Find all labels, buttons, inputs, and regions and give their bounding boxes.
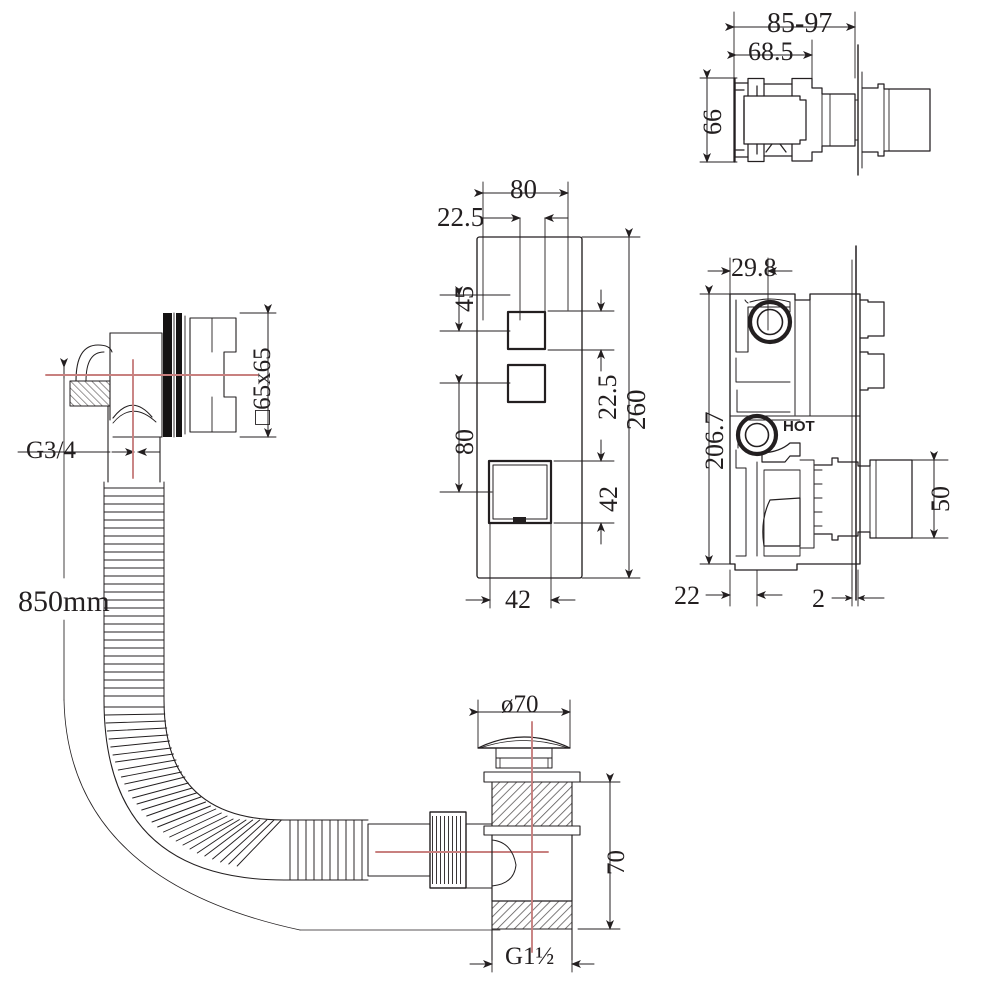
dim-valve-plate-thickness: 2 bbox=[812, 584, 825, 613]
dim-valve-body-length: 206.7 bbox=[700, 411, 729, 471]
dim-waste-body-height: 70 bbox=[603, 850, 630, 875]
hose-corrugations-vertical bbox=[103, 487, 165, 697]
dim-panel-outlet-square: 42 bbox=[594, 486, 623, 512]
dim-inlet-thread: G3/4 bbox=[26, 437, 76, 464]
dim-panel-lower-button-offset: 80 bbox=[450, 429, 479, 455]
valve-top-view-geometry bbox=[699, 11, 931, 176]
dim-valve-inlet-offset: 29.8 bbox=[731, 253, 777, 282]
dim-panel-plate-width: 80 bbox=[510, 174, 537, 204]
dim-valve-body-height: 66 bbox=[698, 109, 727, 135]
valve-side-section-geometry bbox=[699, 245, 949, 607]
dim-panel-bottom-width: 42 bbox=[505, 585, 531, 614]
dim-valve-body-depth: 68.5 bbox=[748, 37, 794, 66]
dim-panel-plate-height: 260 bbox=[621, 389, 651, 431]
control-panel-front-geometry bbox=[439, 181, 641, 609]
dim-waste-cap-diameter: ø70 bbox=[501, 691, 539, 718]
hose-corrugations-horizontal bbox=[289, 819, 363, 881]
dim-waste-outlet-thread: G1½ bbox=[505, 943, 555, 970]
overflow-waste-geometry bbox=[17, 304, 549, 931]
hot-marker-label: HOT bbox=[783, 418, 815, 435]
hose-corrugations-bend bbox=[103, 706, 282, 867]
dim-face-plate-size: □65x65 bbox=[249, 347, 276, 425]
dim-valve-back-offset: 22 bbox=[674, 581, 700, 610]
dim-valve-spout-height: 50 bbox=[926, 486, 955, 512]
dim-hose-length: 850mm bbox=[18, 585, 110, 618]
dim-valve-overall-depth: 85-97 bbox=[767, 8, 833, 39]
dim-panel-left-offset: 22.5 bbox=[437, 202, 485, 232]
dim-panel-upper-gap: 22.5 bbox=[593, 374, 622, 421]
dim-panel-top-button-offset: 45 bbox=[450, 286, 479, 312]
waste-trap-geometry bbox=[465, 699, 621, 973]
